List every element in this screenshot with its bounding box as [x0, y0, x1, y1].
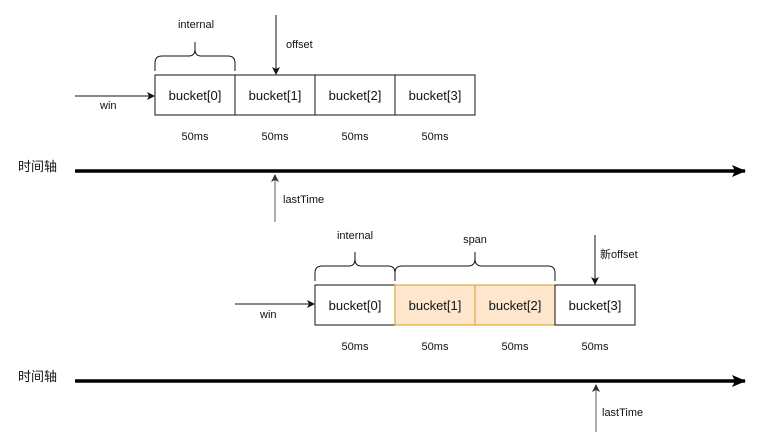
bucket-duration: 50ms: [182, 131, 209, 143]
bucket-label: bucket[2]: [489, 298, 542, 313]
bottom-window: internal span 新offset win bucket[0] 50ms b…: [235, 230, 638, 353]
bucket-box: [394, 284, 476, 326]
internal-label: internal: [337, 230, 373, 242]
last-time-label: lastTime: [602, 407, 643, 419]
bucket-duration: 50ms: [582, 341, 609, 353]
bucket-label: bucket[1]: [409, 298, 462, 313]
win-label: win: [259, 309, 277, 321]
bucket-duration: 50ms: [262, 131, 289, 143]
offset-label: offset: [286, 39, 313, 51]
bucket-duration: 50ms: [342, 341, 369, 353]
internal-brace: [314, 252, 396, 281]
bucket-box: [314, 284, 396, 326]
bucket-duration: 50ms: [422, 341, 449, 353]
time-axis-label: 时间轴: [18, 160, 57, 175]
bucket-box: [314, 74, 396, 116]
internal-label: internal: [178, 19, 214, 31]
bucket-box: [394, 74, 476, 116]
bucket-box: [554, 284, 636, 326]
bucket-box: [474, 284, 556, 326]
bucket-label: bucket[0]: [169, 88, 222, 103]
bucket-duration: 50ms: [422, 131, 449, 143]
top-window: internal offset win bucket[0] 50ms bucket[…: [75, 15, 476, 143]
bucket-duration: 50ms: [502, 341, 529, 353]
bucket-label: bucket[0]: [329, 298, 382, 313]
bucket-label: bucket[1]: [249, 88, 302, 103]
bucket-label: bucket[3]: [569, 298, 622, 313]
time-axis-label: 时间轴: [18, 370, 57, 385]
bucket-box: [154, 74, 236, 116]
bucket-duration: 50ms: [342, 131, 369, 143]
win-label: win: [99, 100, 117, 112]
bucket-label: bucket[3]: [409, 88, 462, 103]
bucket-box: [234, 74, 316, 116]
span-brace: [394, 252, 556, 281]
internal-brace: [154, 42, 236, 71]
last-time-label: lastTime: [283, 194, 324, 206]
new-offset-label: 新offset: [600, 247, 638, 261]
bucket-label: bucket[2]: [329, 88, 382, 103]
span-label: span: [463, 234, 487, 246]
